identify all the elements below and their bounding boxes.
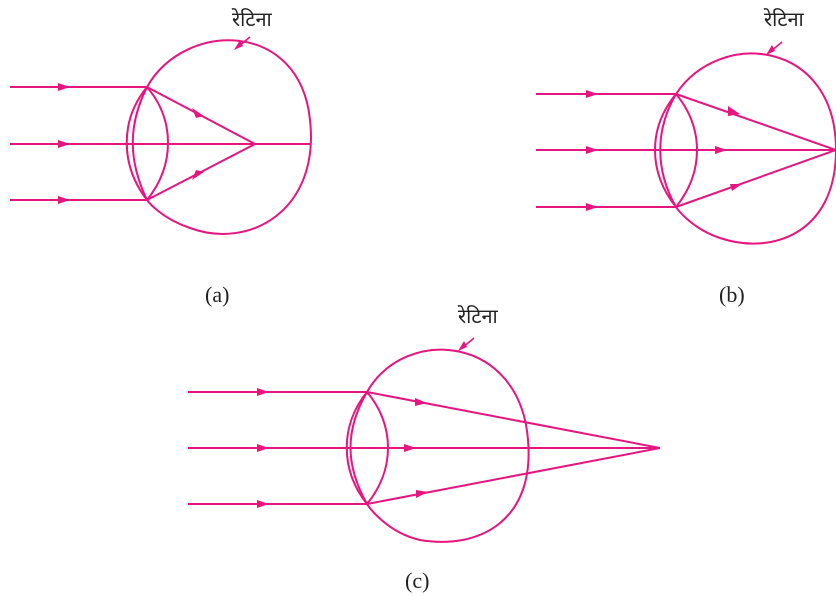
- arrow-a-3: [58, 196, 70, 204]
- arrow-b-3: [586, 203, 598, 211]
- arrow-c-1: [257, 388, 269, 396]
- retina-pointer-head-c: [458, 341, 467, 351]
- caption-b: (b): [719, 282, 745, 307]
- arrow-c-5: [404, 444, 416, 452]
- retina-pointer-head-b: [766, 45, 775, 55]
- arrow-b-5: [715, 146, 727, 154]
- arrow-b-1: [586, 90, 598, 98]
- figure-a: [10, 37, 311, 234]
- arrow-a-1: [58, 83, 70, 91]
- eyeball-b: [660, 54, 836, 244]
- arrow-a-2: [58, 140, 70, 148]
- retina-label-a: रेटिना: [231, 7, 273, 31]
- eyeball-c: [351, 350, 529, 542]
- arrow-c-3: [257, 500, 269, 508]
- caption-c: (c): [405, 568, 429, 593]
- eyeball-a: [133, 40, 311, 234]
- retina-label-b: रेटिना: [763, 7, 805, 31]
- arrow-b-2: [586, 146, 598, 154]
- ray-c-top-refracted: [367, 392, 660, 448]
- figure-c: [188, 338, 660, 542]
- retina-label-c: रेटिना: [457, 304, 499, 328]
- ray-b-bot-refracted: [676, 150, 836, 207]
- caption-a: (a): [205, 282, 229, 307]
- arrow-b-6: [730, 184, 742, 191]
- ray-c-bot-refracted: [367, 448, 660, 504]
- arrow-c-2: [257, 444, 269, 452]
- arrow-c-6: [416, 490, 428, 498]
- arrow-c-4: [415, 398, 427, 406]
- figure-b: [536, 42, 836, 244]
- ray-b-top-refracted: [676, 94, 836, 150]
- arrow-b-4: [728, 106, 740, 116]
